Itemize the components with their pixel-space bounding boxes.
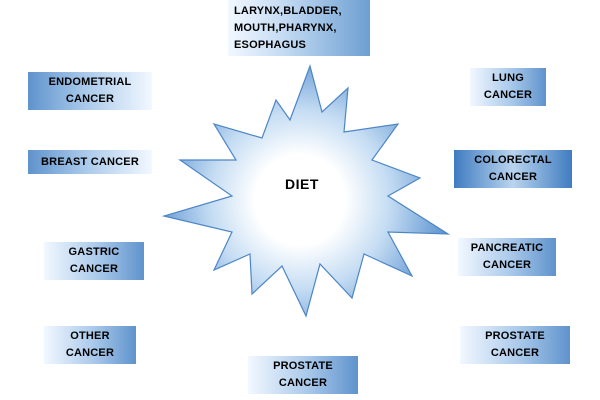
starburst-shape — [161, 64, 451, 318]
box-pancreatic-cancer: PANCREATIC CANCER — [458, 238, 556, 276]
box-gastric-cancer: GASTRIC CANCER — [44, 242, 144, 280]
box-label: LARYNX,BLADDER, MOUTH,PHARYNX, ESOPHAGUS — [234, 4, 342, 51]
box-label: PROSTATE CANCER — [485, 330, 545, 359]
box-larynx-bladder-mouth-pharynx-esophagus: LARYNX,BLADDER, MOUTH,PHARYNX, ESOPHAGUS — [228, 0, 370, 56]
box-other-cancer: OTHER CANCER — [44, 326, 136, 364]
box-label: BREAST CANCER — [41, 155, 139, 168]
box-breast-cancer: BREAST CANCER — [28, 150, 152, 174]
box-lung-cancer: LUNG CANCER — [470, 68, 546, 106]
box-label: LUNG CANCER — [483, 72, 533, 101]
box-label: ENDOMETRIAL CANCER — [48, 76, 132, 105]
box-label: COLORECTAL CANCER — [474, 154, 552, 183]
diet-label: DIET — [285, 176, 319, 192]
box-endometrial-cancer: ENDOMETRIAL CANCER — [28, 72, 152, 110]
box-label: GASTRIC CANCER — [68, 246, 120, 275]
box-label: OTHER CANCER — [65, 330, 115, 359]
box-colorectal-cancer: COLORECTAL CANCER — [454, 150, 572, 188]
box-prostate-cancer-right: PROSTATE CANCER — [460, 326, 570, 364]
box-label: PROSTATE CANCER — [273, 360, 333, 389]
box-label: PANCREATIC CANCER — [470, 242, 544, 271]
box-prostate-cancer-bottom: PROSTATE CANCER — [248, 356, 358, 394]
